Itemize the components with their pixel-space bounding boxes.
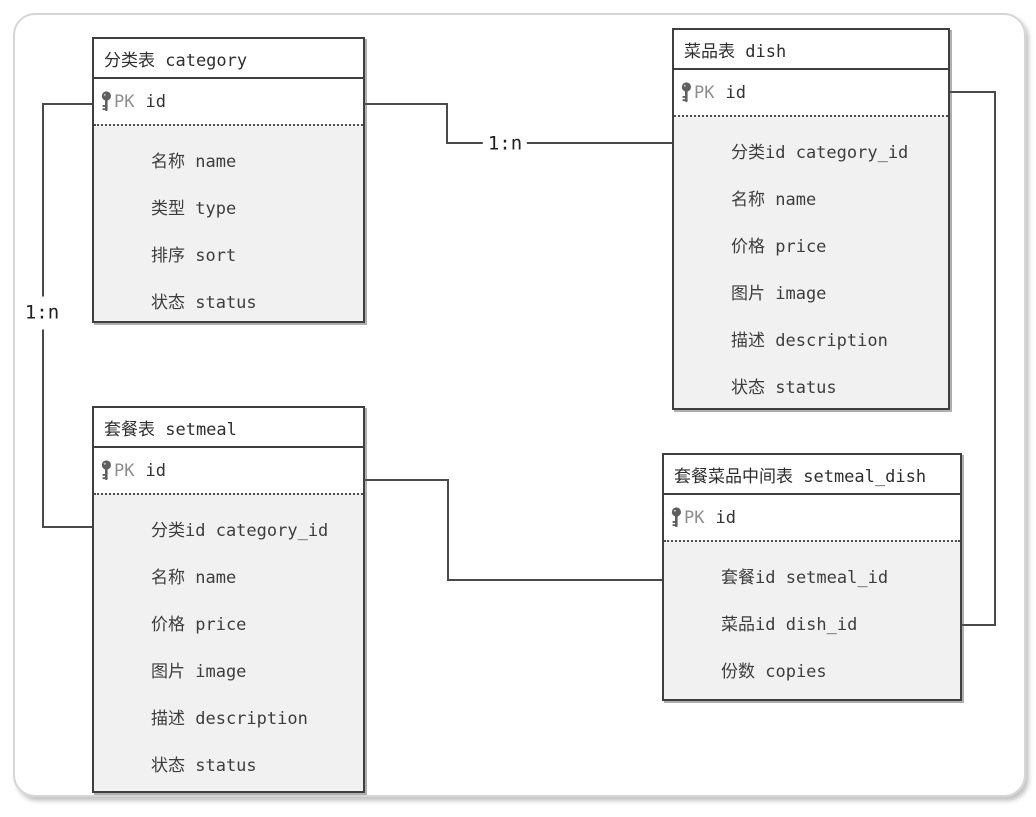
connector-dish-setmealdish [950,91,996,626]
pk-badge: PK [114,460,135,481]
field-row: 名称 name [731,190,817,210]
field-row: 价格 price [151,615,247,635]
entity-table-setmeal-dish[interactable]: 套餐菜品中间表 setmeal_dish PK id 套餐id setmeal_… [662,453,962,701]
field-row: 描述 description [151,709,308,729]
relationship-label-category-setmeal: 1:n [22,296,62,330]
entity-header: 套餐表 setmeal [94,408,363,448]
field-list: 名称 name 类型 type 排序 sort 状态 status [94,124,363,321]
field-row: 价格 price [731,237,827,257]
field-row: 菜品id dish_id [721,615,858,635]
field-row: 状态 status [151,293,257,313]
key-icon [101,91,112,112]
connector-category-dish [365,103,672,144]
entity-title: 套餐表 setmeal [104,419,237,440]
pk-badge: PK [694,82,715,103]
field-row: 类型 type [151,199,237,219]
field-row: 描述 description [731,331,888,351]
entity-title: 菜品表 dish [684,41,787,62]
key-icon [671,507,682,528]
field-row: 分类id category_id [731,143,909,163]
field-row: 名称 name [151,568,237,588]
field-row: 图片 image [151,662,247,682]
field-row: 套餐id setmeal_id [721,568,889,588]
key-icon [101,460,112,481]
entity-header: 菜品表 dish [674,30,948,70]
pk-badge: PK [114,91,135,112]
primary-key-row: PK id [674,70,948,115]
field-list: 分类id category_id 名称 name 价格 price 图片 ima… [674,115,948,408]
pk-badge: PK [684,507,705,528]
pk-field-name: id [145,460,166,481]
entity-title: 套餐菜品中间表 setmeal_dish [674,466,927,487]
primary-key-row: PK id [94,79,363,124]
field-list: 套餐id setmeal_id 菜品id dish_id 份数 copies [664,540,960,699]
entity-header: 套餐菜品中间表 setmeal_dish [664,455,960,495]
primary-key-row: PK id [94,448,363,493]
connector-setmeal-setmealdish [365,479,662,581]
entity-header: 分类表 category [94,39,363,79]
diagram-frame [13,13,1026,797]
key-icon [681,82,692,103]
field-row: 份数 copies [721,662,827,682]
pk-field-name: id [715,507,736,528]
primary-key-row: PK id [664,495,960,540]
field-list: 分类id category_id 名称 name 价格 price 图片 ima… [94,493,363,791]
field-row: 排序 sort [151,246,237,266]
field-row: 名称 name [151,152,237,172]
entity-title: 分类表 category [104,50,248,71]
pk-field-name: id [145,91,166,112]
field-row: 状态 status [731,378,837,398]
entity-table-setmeal[interactable]: 套餐表 setmeal PK id 分类id category_id 名称 na… [92,406,365,793]
field-row: 图片 image [731,284,827,304]
entity-table-category[interactable]: 分类表 category PK id 名称 name 类型 type 排序 so… [92,37,365,323]
field-row: 分类id category_id [151,521,329,541]
field-row: 状态 status [151,756,257,776]
entity-table-dish[interactable]: 菜品表 dish PK id 分类id category_id 名称 name … [672,28,950,410]
pk-field-name: id [725,82,746,103]
relationship-label-category-dish: 1:n [482,132,528,156]
